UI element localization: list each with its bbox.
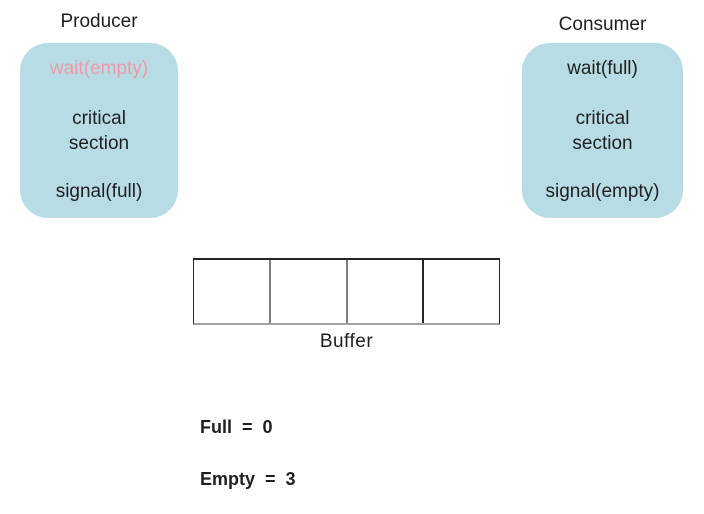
consumer-critical-section-step: critical section (522, 106, 683, 156)
consumer-critical-line1: critical (575, 108, 630, 129)
full-counter-operator: = (242, 417, 253, 437)
producer-wait-step: wait(empty) (49, 58, 149, 79)
buffer-cell (345, 260, 423, 323)
buffer-cell (194, 260, 269, 323)
empty-counter-label: Empty (200, 469, 256, 489)
consumer-signal-step: signal(empty) (545, 181, 660, 202)
producer-box: wait(empty) critical section signal(full… (20, 43, 178, 218)
producer-critical-line1: critical (72, 108, 126, 129)
consumer-critical-line2: section (572, 133, 633, 154)
empty-counter-value: 3 (285, 469, 296, 489)
producer-signal-step: signal(full) (55, 181, 143, 202)
full-counter: Full = 0 (200, 417, 273, 438)
buffer-cells (193, 258, 500, 325)
producer-critical-line2: section (68, 133, 130, 154)
producer-critical-section-step: critical section (20, 106, 178, 156)
producer-title: Producer (60, 11, 138, 32)
full-counter-label: Full (200, 417, 232, 437)
consumer-box: wait(full) critical section signal(empty… (522, 43, 683, 218)
empty-counter-operator: = (265, 469, 276, 489)
consumer-title: Consumer (558, 14, 647, 35)
consumer-wait-step: wait(full) (567, 58, 638, 79)
buffer-cell (422, 260, 499, 323)
buffer-label: Buffer (319, 331, 374, 352)
empty-counter: Empty = 3 (200, 469, 296, 490)
full-counter-value: 0 (262, 417, 273, 437)
buffer-cell (268, 260, 346, 323)
